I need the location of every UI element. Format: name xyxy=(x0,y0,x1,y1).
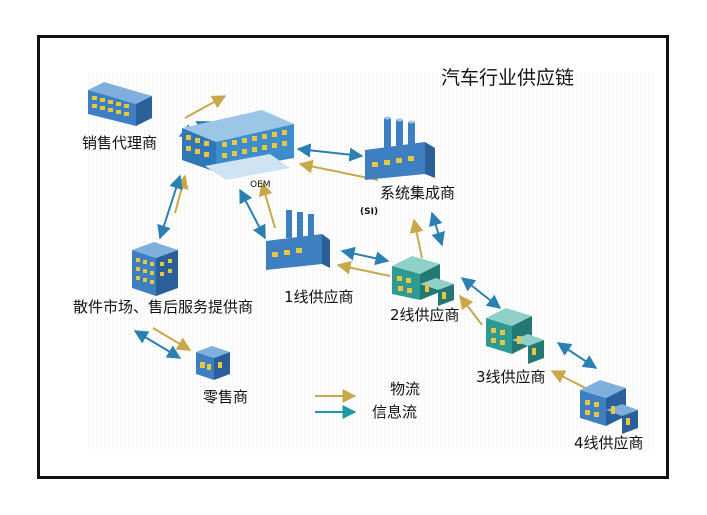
legend-information-label: 信息流 xyxy=(372,403,418,421)
tier4-label: 4线供应商 xyxy=(574,434,644,452)
retailer-label: 零售商 xyxy=(203,388,249,406)
system-integrator-factory-icon xyxy=(365,116,435,180)
aftermarket-building-icon xyxy=(132,242,178,296)
aftermarket-label: 散件市场、售后服务提供商 xyxy=(73,298,254,316)
oem-building-icon xyxy=(182,110,294,180)
tier1-factory-icon xyxy=(266,210,330,270)
legend-logistics-label: 物流 xyxy=(390,380,421,398)
tier3-label: 3线供应商 xyxy=(476,368,546,386)
system-integrator-label: 系统集成商 xyxy=(380,184,456,202)
dealer-label: 销售代理商 xyxy=(82,134,158,152)
supply-chain-diagram xyxy=(85,73,655,453)
tier2-building-icon xyxy=(392,256,454,306)
oem-label: OEM xyxy=(250,180,271,190)
tier4-building-icon xyxy=(580,380,638,434)
retailer-shop-icon xyxy=(196,346,230,380)
tier1-label: 1线供应商 xyxy=(284,288,354,306)
tier2-label: 2线供应商 xyxy=(390,306,460,324)
tier3-building-icon xyxy=(486,308,544,364)
system-integrator-abbr: (SI) xyxy=(360,207,379,217)
diagram-title: 汽车行业供应链 xyxy=(441,67,575,89)
diagram-frame: 汽车行业供应链 销售代理商 OEM 系统集成商 (SI) 1线供应商 2线供应商… xyxy=(37,35,669,479)
dealer-building-icon xyxy=(88,82,152,126)
